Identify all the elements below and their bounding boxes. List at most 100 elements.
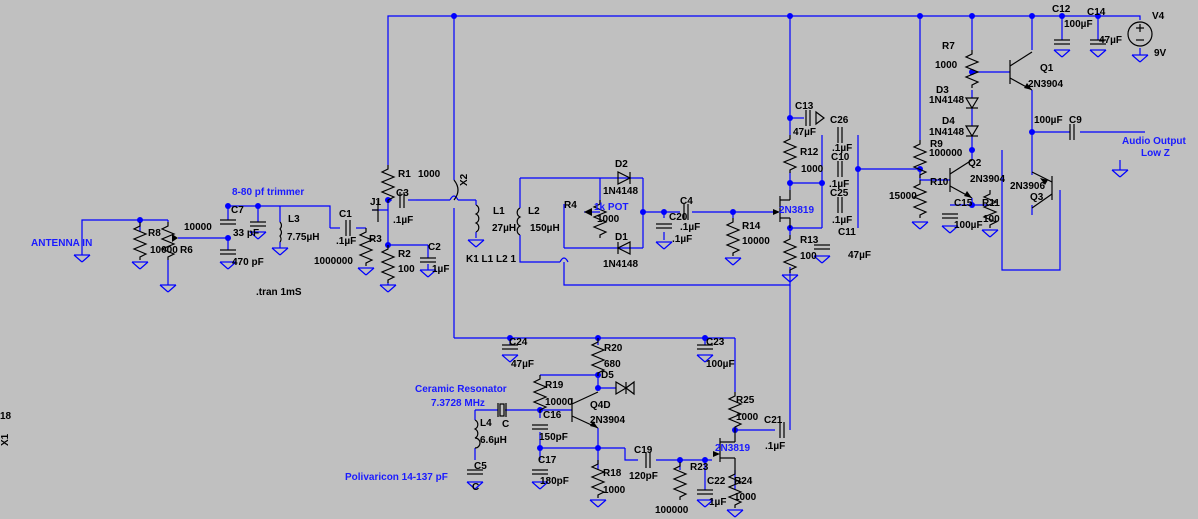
capacitor-c13	[805, 109, 825, 127]
label-r18: R18	[603, 468, 622, 479]
label-c4: C4	[680, 196, 693, 207]
label-r12: R12	[800, 147, 819, 158]
label-c14: C14	[1087, 7, 1106, 18]
label-ceramic-resonator: Ceramic Resonator	[415, 384, 507, 395]
label-c470-value: 470 pF	[232, 257, 264, 268]
resistor-r10	[911, 179, 929, 230]
label-r2: R2	[398, 249, 411, 260]
label-d2: D2	[615, 159, 628, 170]
label-c26: C26	[830, 115, 849, 126]
label-c7: C7	[231, 205, 244, 216]
transistor-q1	[1009, 51, 1033, 91]
label-r14: R14	[742, 221, 761, 232]
label-resonator-freq: 7.3728 MHz	[431, 398, 485, 409]
label-r10-value: 15000	[889, 191, 917, 202]
label-r2-value: 100	[398, 264, 415, 275]
label-r23-value: 100000	[655, 505, 689, 516]
label-l1: L1	[493, 206, 505, 217]
label-audio-output: Audio Output	[1122, 136, 1187, 147]
capacitor-c9	[1069, 123, 1075, 141]
label-c25-value: .1µF	[832, 215, 852, 226]
label-c11-value: 47µF	[848, 250, 871, 261]
label-c16-value: 150pF	[539, 432, 568, 443]
label-c7-value: 33 pF	[233, 228, 259, 239]
label-c1-value: .1µF	[336, 236, 356, 247]
label-d3: D3	[936, 85, 949, 96]
label-r4-value: 1000	[597, 214, 620, 225]
label-r12-value: 1000	[801, 164, 824, 175]
label-r1-value: 1000	[418, 169, 441, 180]
label-x2: X2	[459, 173, 470, 186]
label-j2-value: 2N3819	[779, 205, 814, 216]
label-r24-value: 1000	[734, 492, 757, 503]
label-c25: C25	[830, 188, 849, 199]
label-c26-value: .1µF	[832, 143, 852, 154]
capacitor-c26	[837, 126, 843, 144]
voltage-source-v4	[1127, 21, 1153, 63]
label-1k-pot: 1k POT	[594, 202, 628, 213]
ceramic-resonator	[497, 403, 507, 417]
label-c22-value: 1µF	[709, 497, 726, 508]
capacitor-c7	[219, 219, 237, 225]
label-c10: C10	[831, 152, 850, 163]
label-q4-value: 2N3904	[590, 415, 625, 426]
label-c12: C12	[1052, 4, 1071, 15]
label-v4: V4	[1152, 11, 1165, 22]
label-c13: C13	[795, 101, 814, 112]
label-c1: C1	[339, 209, 352, 220]
resistor-r7	[965, 49, 979, 89]
resistor-r12	[783, 134, 797, 174]
label-r14-value: 10000	[742, 236, 770, 247]
label-l1-value: 27µH	[492, 223, 516, 234]
label-c20: C20	[669, 212, 688, 223]
label-l4-value: 6.6µH	[480, 435, 507, 446]
label-r7: R7	[942, 41, 955, 52]
label-r1: R1	[398, 169, 411, 180]
label-x1: X1	[0, 433, 11, 446]
label-r6-value: 10000	[184, 222, 212, 233]
label-r20: R20	[604, 343, 623, 354]
label-c11: C11	[838, 227, 856, 238]
label-j3-value: 2N3819	[715, 443, 750, 454]
label-r9-value: 100000	[929, 148, 963, 159]
label-d1: D1	[615, 232, 628, 243]
label-c16: C16	[543, 410, 562, 421]
label-low-z: Low Z	[1141, 148, 1170, 159]
diode-d3	[964, 97, 980, 110]
label-d3-value: 1N4148	[929, 95, 964, 106]
label-v4-value: 9V	[1154, 48, 1167, 59]
label-trimmer: 8-80 pf trimmer	[232, 187, 304, 198]
resistor-r2	[379, 244, 397, 293]
label-r4: R4	[564, 200, 577, 211]
label-r7-value: 1000	[935, 60, 958, 71]
resistor-r14	[724, 217, 742, 266]
potentiometer-r6	[159, 221, 178, 293]
label-c3-value: .1µF	[393, 215, 413, 226]
label-r8-value: 10000	[150, 245, 178, 256]
inductor-l1	[467, 204, 485, 248]
capacitor-c10	[837, 160, 843, 178]
label-c23: C23	[706, 337, 725, 348]
label-c9-value: 100µF	[1034, 115, 1063, 126]
label-q2-value: 2N3904	[970, 174, 1005, 185]
label-r23: R23	[690, 462, 709, 473]
transistor-q4	[571, 391, 599, 429]
label-r3-value: 1000000	[314, 256, 353, 267]
label-l3: L3	[288, 214, 300, 225]
label-r18-value: 1000	[603, 485, 626, 496]
label-d4: D4	[942, 116, 955, 127]
diode-d5	[615, 380, 635, 396]
label-q4: Q4D	[590, 400, 611, 411]
label-r11: R11	[982, 198, 1000, 209]
label-c23-value: 100µF	[706, 359, 735, 370]
label-c13-value: 47µF	[793, 127, 816, 138]
label-polivaricon: Polivaricon 14-137 pF	[345, 472, 448, 483]
label-c9: C9	[1069, 115, 1082, 126]
label-d5: D5	[601, 370, 614, 381]
label-l2-value: 150µH	[530, 223, 560, 234]
label-c15-value: 100µF	[954, 220, 983, 231]
label-c19: C19	[634, 445, 653, 456]
capacitor-c25	[837, 196, 843, 214]
output-ground	[1111, 160, 1129, 178]
label-c21: C21	[764, 415, 783, 426]
